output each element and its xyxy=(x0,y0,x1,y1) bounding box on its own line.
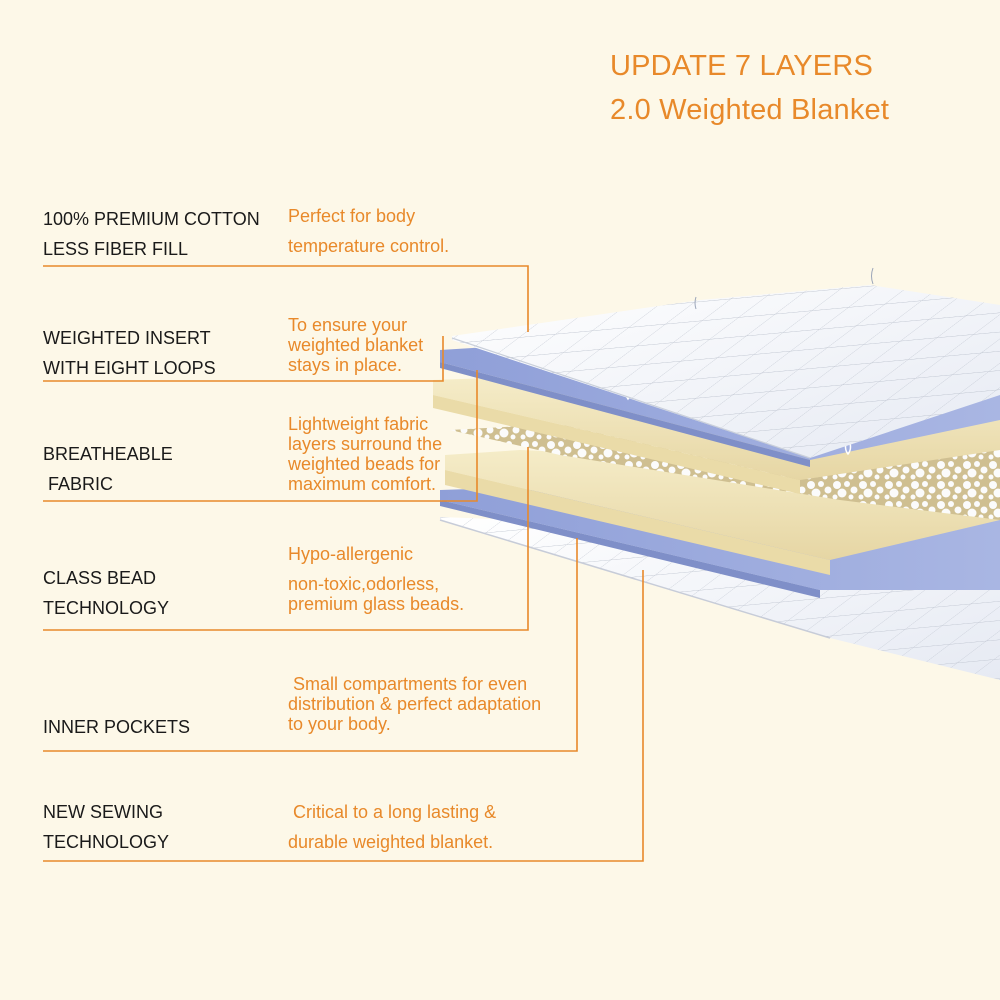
feature-label-sewing: NEW SEWING TECHNOLOGY xyxy=(43,802,170,852)
feature-desc-insert: To ensure your weighted blanket stays in… xyxy=(288,315,424,375)
connector-line-4 xyxy=(43,447,529,631)
connector-line-1 xyxy=(43,265,529,332)
connector-line-6 xyxy=(43,570,644,862)
layer-quilted-cover-top xyxy=(451,267,1000,459)
title-line-1: UPDATE 7 LAYERS xyxy=(610,50,874,82)
feature-desc-beads-line1: Hypo-allergenic xyxy=(288,544,414,564)
connector-line-3 xyxy=(43,370,478,502)
connector-line-5 xyxy=(43,538,578,752)
feature-desc-sewing: Critical to a long lasting & durable wei… xyxy=(288,802,497,852)
feature-desc-fabric: Lightweight fabric layers surround the w… xyxy=(288,414,443,494)
feature-label-fabric: BREATHEABLE FABRIC xyxy=(43,444,173,494)
feature-desc-beads-line2: non-toxic,odorless, premium glass beads. xyxy=(288,574,465,614)
title-line-2: 2.0 Weighted Blanket xyxy=(610,94,890,126)
feature-label-insert: WEIGHTED INSERT WITH EIGHT LOOPS xyxy=(43,328,216,378)
feature-desc-pockets: Small compartments for even distribution… xyxy=(288,674,542,734)
connector-line-2 xyxy=(43,336,444,382)
feature-label-beads: CLASS BEAD TECHNOLOGY xyxy=(43,568,170,618)
feature-desc-cotton: Perfect for body temperature control. xyxy=(288,206,450,256)
feature-label-cotton: 100% PREMIUM COTTON LESS FIBER FILL xyxy=(43,209,260,259)
feature-label-pockets: INNER POCKETS xyxy=(43,717,191,737)
